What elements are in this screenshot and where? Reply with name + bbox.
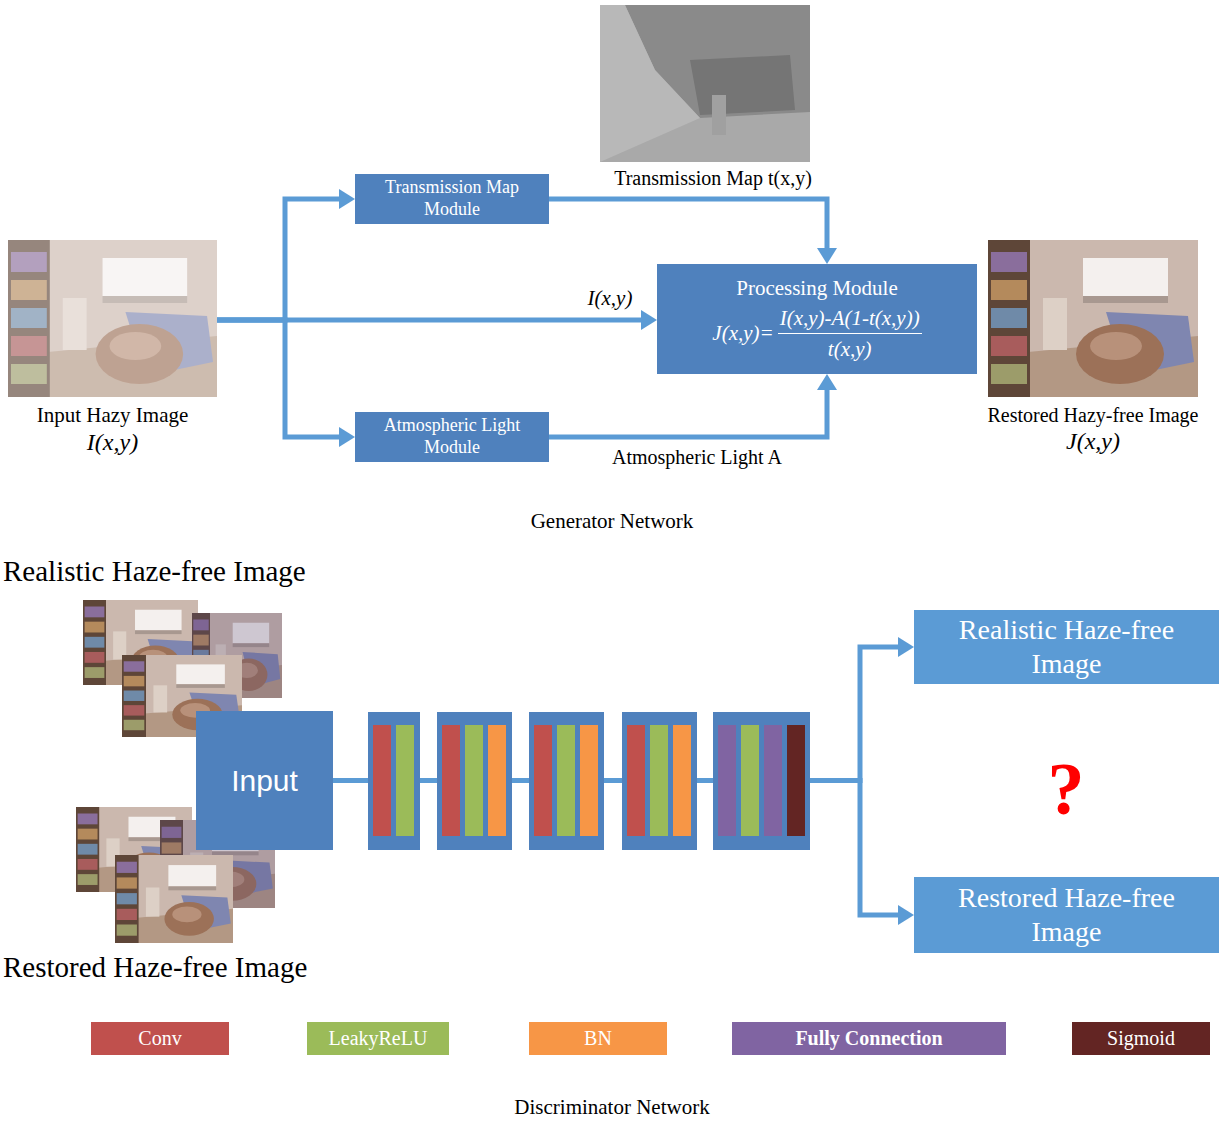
legend-swatch: BN bbox=[529, 1022, 667, 1055]
legend-text: Fully Connection bbox=[795, 1027, 942, 1050]
connector bbox=[549, 374, 837, 437]
image-caption: Restored Hazy-free Image bbox=[982, 403, 1204, 427]
layer-block-part bbox=[627, 725, 645, 836]
layer-block-part bbox=[488, 725, 506, 836]
layer-block-part bbox=[764, 725, 782, 836]
layer-block bbox=[713, 712, 810, 850]
box-label: Realistic Haze-free Image bbox=[932, 613, 1202, 680]
transmission-map-image-part bbox=[600, 5, 810, 162]
arrowhead bbox=[817, 248, 837, 264]
box-label: Restored Haze-free Image bbox=[932, 881, 1202, 948]
figure-caption: Generator Network bbox=[531, 509, 694, 533]
group-title: Restored Haze-free Image bbox=[3, 951, 307, 984]
denominator: t(x,y) bbox=[828, 334, 872, 362]
hazy-photo-part bbox=[8, 240, 217, 397]
arrowhead bbox=[339, 427, 355, 447]
box-label: Atmospheric Light Module bbox=[367, 415, 537, 458]
formula: J(x,y)=I(x,y)-A(1-t(x,y))t(x,y) bbox=[712, 306, 921, 362]
transmission-map-image-part bbox=[600, 5, 700, 162]
legend-text: BN bbox=[584, 1027, 612, 1050]
hazy-photo-part bbox=[8, 240, 217, 397]
restored-photo bbox=[988, 240, 1198, 397]
box-label: Input bbox=[231, 763, 298, 799]
transmission-map-image-part bbox=[690, 55, 795, 115]
layer-block-part bbox=[373, 725, 391, 836]
legend-swatch: Sigmoid bbox=[1072, 1022, 1210, 1055]
legend-text: Sigmoid bbox=[1107, 1027, 1175, 1050]
layer-block-part bbox=[787, 725, 805, 836]
edge-label: Transmission Map t(x,y) bbox=[614, 167, 812, 190]
arrowhead bbox=[898, 905, 914, 925]
legend-swatch: Fully Connection bbox=[732, 1022, 1006, 1055]
arrowhead bbox=[641, 310, 657, 330]
layer-block-part bbox=[673, 725, 691, 836]
legend-text: Conv bbox=[138, 1027, 181, 1050]
output-box: Realistic Haze-free Image bbox=[914, 610, 1219, 684]
layer-block-part bbox=[650, 725, 668, 836]
layer-block-part bbox=[529, 712, 604, 850]
legend-swatch: Conv bbox=[91, 1022, 229, 1055]
fraction: I(x,y)-A(1-t(x,y))t(x,y) bbox=[778, 306, 922, 362]
transmission-map-image-part bbox=[712, 95, 726, 135]
box-title: Processing Module bbox=[736, 276, 898, 301]
layer-block-part bbox=[437, 712, 512, 850]
layer-block bbox=[368, 712, 420, 850]
layer-block bbox=[529, 712, 604, 850]
connector bbox=[217, 189, 355, 320]
connector-line bbox=[549, 390, 827, 437]
layer-block-part bbox=[622, 712, 697, 850]
layer-block-part bbox=[718, 725, 736, 836]
group-title: Realistic Haze-free Image bbox=[3, 555, 306, 588]
box-label: Transmission Map Module bbox=[367, 177, 537, 220]
restored-image: Restored Hazy-free ImageJ(x,y) bbox=[982, 240, 1204, 456]
layer-block-part bbox=[534, 725, 552, 836]
edge-label: I(x,y) bbox=[588, 286, 633, 310]
hazy-photo bbox=[8, 240, 217, 397]
layer-block-part bbox=[396, 725, 414, 836]
arrowhead bbox=[339, 189, 355, 209]
transmission-map-image bbox=[600, 5, 810, 162]
processing-box: Processing ModuleJ(x,y)=I(x,y)-A(1-t(x,y… bbox=[657, 264, 977, 374]
connector-line bbox=[549, 199, 827, 248]
legend-text: LeakyReLU bbox=[329, 1027, 428, 1050]
layer-block-part bbox=[442, 725, 460, 836]
question-mark: ? bbox=[1048, 747, 1085, 832]
hazy-image: Input Hazy ImageI(x,y) bbox=[8, 240, 217, 457]
edge-label: Atmospheric Light A bbox=[612, 446, 782, 469]
layer-block-part bbox=[465, 725, 483, 836]
restored-photo-part bbox=[988, 240, 1198, 397]
layer-block-part bbox=[741, 725, 759, 836]
module-box: Transmission Map Module bbox=[355, 174, 549, 224]
legend-swatch: LeakyReLU bbox=[307, 1022, 449, 1055]
layer-block-part bbox=[713, 712, 810, 850]
input-box: Input bbox=[196, 711, 333, 850]
module-box: Atmospheric Light Module bbox=[355, 412, 549, 462]
math-symbol: I(x,y) bbox=[8, 428, 217, 457]
layer-block-part bbox=[580, 725, 598, 836]
connector-line bbox=[217, 320, 339, 437]
layer-block bbox=[437, 712, 512, 850]
arrowhead bbox=[898, 637, 914, 657]
layer-block bbox=[622, 712, 697, 850]
figure-caption: Discriminator Network bbox=[514, 1095, 709, 1119]
math-symbol: J(x,y) bbox=[982, 427, 1204, 456]
connector-line bbox=[217, 199, 339, 320]
output-box: Restored Haze-free Image bbox=[914, 877, 1219, 953]
layer-block-part bbox=[368, 712, 420, 850]
connector bbox=[217, 320, 355, 447]
numerator: I(x,y)-A(1-t(x,y)) bbox=[778, 306, 922, 334]
arrowhead bbox=[817, 374, 837, 390]
image-caption: Input Hazy Image bbox=[8, 403, 217, 428]
restored-photo-stack-part bbox=[115, 855, 233, 943]
layer-block-part bbox=[557, 725, 575, 836]
connector bbox=[549, 199, 837, 264]
formula-lhs: J(x,y)= bbox=[712, 321, 773, 346]
